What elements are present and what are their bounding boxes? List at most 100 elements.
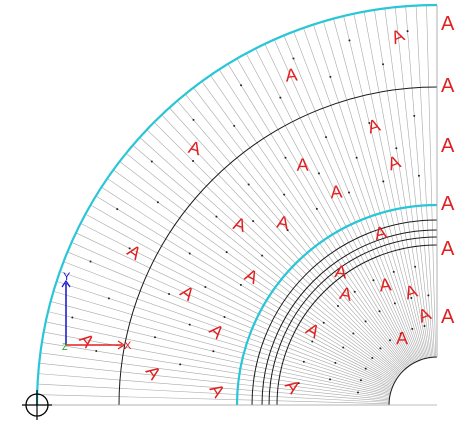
radial-line [353,13,428,359]
grid-dot [286,229,289,232]
radial-line [67,251,393,387]
grid-dot [352,332,355,335]
z-axis-label: Z [62,342,68,352]
radial-line [363,11,429,358]
grid-dot [179,363,182,366]
grid-dot [150,160,153,163]
radial-line [132,144,401,375]
radial-line [218,69,412,365]
grid-dots [71,30,430,394]
grid-dot [311,340,314,343]
grid-dot [247,183,250,186]
grid-dot [192,118,195,121]
grid-dot [292,57,295,60]
crosshair-circle-icon[interactable] [22,390,52,420]
radial-line [227,63,413,365]
grid-dot [356,391,359,394]
radial-line [161,114,405,371]
radial-line [43,331,390,397]
concentric-arcs [35,3,438,406]
radial-line [426,5,437,358]
cyan-arc-outer [35,3,438,406]
grid-dot [372,279,375,282]
grid-dot [225,251,228,254]
radial-line [37,383,390,403]
a-symbol-right: A [441,13,455,35]
radial-line [264,43,417,362]
grid-dot [399,332,402,335]
radial-line [139,137,402,374]
inner-arc [388,356,438,406]
grid-dot [368,122,371,125]
x-axis-label: X [124,340,132,352]
grid-dot [329,378,332,381]
a-symbol: A [124,241,145,264]
grid-dot [322,321,325,324]
grid-dot [393,302,396,305]
grid-dot [371,356,374,359]
mid-arc-3 [261,229,438,406]
mid-arc-2 [268,236,438,406]
mid-arc-4 [251,219,438,406]
radial-line [255,48,416,363]
a-symbol-right: A [441,306,455,328]
radial-line [101,186,397,380]
radial-line [374,9,430,358]
radial-line [313,24,423,360]
cyan-arc-inner [235,203,438,406]
radial-line [146,129,403,373]
grid-dot [379,347,382,350]
grid-dot [406,30,409,33]
a-symbol: A [142,362,165,383]
grid-dot [107,297,110,300]
grid-dot [284,156,287,159]
y-axis-label: Y [63,271,71,283]
grid-dot [89,260,92,263]
a-symbol: A [297,155,309,175]
grid-dot [353,290,356,293]
radial-line [236,58,414,364]
grid-dot [348,39,351,42]
radial-line [47,311,391,395]
grid-dot [423,324,426,327]
a-symbol: A [186,137,203,159]
grid-dot [128,247,131,250]
a-symbol: A [334,261,348,282]
radial-line [59,271,392,390]
grid-dot [252,220,255,223]
grid-dot [233,124,236,127]
grid-dot [388,339,391,342]
radial-line [384,8,432,358]
radial-line [113,169,399,378]
radial-line [293,31,421,361]
a-symbol-right: A [441,193,455,215]
radial-line [53,291,392,392]
a-symbol: A [303,319,324,342]
y-axis-arrow [61,279,71,288]
grid-dot [337,305,340,308]
grid-dot [215,215,218,218]
grid-dot [413,114,416,117]
radial-line [343,15,427,359]
radial-line [405,6,434,358]
a-symbol: A [402,281,419,304]
grid-dot [154,336,157,339]
radial-line [63,261,393,389]
radial-line [274,39,418,362]
radial-line [119,161,400,377]
radial-line [38,373,390,402]
radial-line [80,223,395,384]
grid-dot [355,156,358,159]
a-symbol: A [415,304,434,327]
grid-dot [395,147,398,150]
dark-arc-outer [118,86,438,406]
mid-arc-1 [276,244,438,406]
grid-dot [325,136,328,139]
grid-dot [392,270,395,273]
grid-dot [342,346,345,349]
radial-line [333,18,425,359]
grid-dot [417,174,420,177]
radial-line [415,5,435,358]
